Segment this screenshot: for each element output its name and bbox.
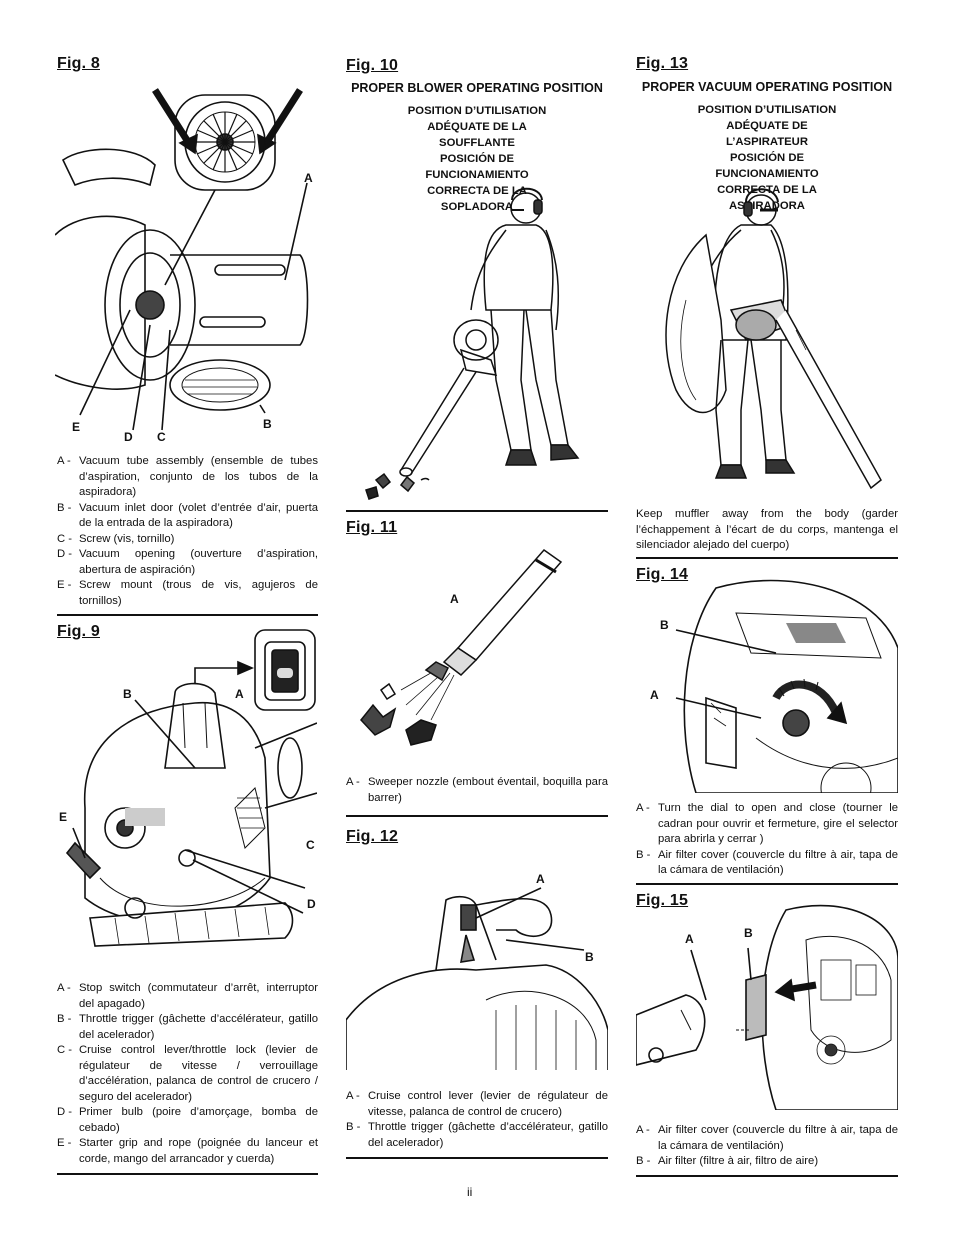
divider <box>636 883 898 885</box>
fig13-illustration <box>636 180 898 500</box>
fig9-label-a: A <box>235 687 244 701</box>
fig15-legend: A -Air filter cover (couvercle du filtre… <box>636 1123 898 1170</box>
fig9-label-d: D <box>307 897 316 911</box>
fig12-label-a: A <box>536 872 545 886</box>
fig14-title: Fig. 14 <box>636 566 689 583</box>
fig12-title: Fig. 12 <box>346 828 399 845</box>
divider <box>636 557 898 559</box>
fig13-heading-en: PROPER VACUUM OPERATING POSITION <box>641 80 893 94</box>
fig12-legend: A -Cruise control lever (levier de régul… <box>346 1089 608 1151</box>
fig13-title: Fig. 13 <box>636 55 689 72</box>
fig8-legend: A -Vacuum tube assembly (ensemble de tub… <box>57 454 318 609</box>
legend-item: E -Screw mount (trous de vis, agujeros d… <box>57 579 318 607</box>
legend-item: B -Throttle trigger (gâchette d’accéléra… <box>346 1121 608 1149</box>
legend-item: A -Turn the dial to open and close (tour… <box>636 802 898 845</box>
legend-item: B -Vacuum inlet door (volet d’entrée d’a… <box>57 501 318 530</box>
fig11-illustration <box>346 540 608 765</box>
fig11-legend: A -Sweeper nozzle (embout éventail, boqu… <box>346 775 608 806</box>
fig13-caption: Keep muffler away from the body (garder … <box>636 508 898 551</box>
legend-item: D -Vacuum opening (ouverture d’aspiratio… <box>57 548 318 576</box>
fig8-label-e: E <box>72 420 81 434</box>
fig9-label-b: B <box>123 687 132 701</box>
fig12-label-b: B <box>585 950 594 964</box>
legend-item: B -Air filter cover (couvercle du filtre… <box>636 848 898 877</box>
divider <box>636 1175 898 1177</box>
fig11-title: Fig. 11 <box>346 519 398 536</box>
fig8-label-b: B <box>263 417 272 431</box>
fig10-heading-en: PROPER BLOWER OPERATING POSITION <box>351 81 603 95</box>
fig10-title: Fig. 10 <box>346 57 399 74</box>
divider <box>346 1157 608 1159</box>
fig8-label-d: D <box>124 430 133 444</box>
legend-item: A -Cruise control lever (levier de régul… <box>346 1090 608 1118</box>
fig9-legend: A -Stop switch (commutateur d’arrêt, int… <box>57 981 318 1167</box>
fig13-heading-fr: POSITION D’UTILISATION ADÉQUATE DE L’ASP… <box>697 104 837 148</box>
page-number: ii <box>467 1185 473 1199</box>
fig9-illustration <box>55 628 317 973</box>
divider <box>346 815 608 817</box>
fig11-label-a: A <box>450 592 459 606</box>
legend-item: A -Stop switch (commutateur d’arrêt, int… <box>57 982 318 1010</box>
fig10-heading: PROPER BLOWER OPERATING POSITION POSITIO… <box>346 81 608 215</box>
fig10-heading-es: POSICIÓN DE FUNCIONAMIENTO CORRECTA DE L… <box>425 153 529 213</box>
fig12-illustration <box>346 870 608 1070</box>
legend-item: B -Air filter (filtre à air, filtro de a… <box>636 1155 819 1167</box>
legend-item: E -Starter grip and rope (poignée du lan… <box>57 1137 318 1165</box>
legend-item: B -Throttle trigger (gâchette d’accéléra… <box>57 1013 318 1041</box>
legend-item: D -Primer bulb (poire d’amorçage, bomba … <box>57 1106 318 1134</box>
legend-item: A -Sweeper nozzle (embout éventail, boqu… <box>346 776 608 804</box>
legend-item: A -Vacuum tube assembly (ensemble de tub… <box>57 455 318 498</box>
fig8-label-a: A <box>304 171 313 185</box>
fig14-illustration <box>636 578 898 793</box>
legend-item: A -Air filter cover (couvercle du filtre… <box>636 1124 898 1152</box>
divider <box>57 614 318 616</box>
fig15-title: Fig. 15 <box>636 892 689 909</box>
fig9-label-c: C <box>306 838 315 852</box>
fig9-title: Fig. 9 <box>57 623 100 640</box>
fig15-label-b: B <box>744 926 753 940</box>
fig15-label-a: A <box>685 932 694 946</box>
fig8-label-c: C <box>157 430 166 444</box>
fig9-label-e: E <box>59 810 68 824</box>
divider <box>57 1173 318 1175</box>
fig14-label-b: B <box>660 618 669 632</box>
legend-item: C -Cruise control lever/throttle lock (l… <box>57 1044 318 1103</box>
divider <box>346 510 608 512</box>
fig15-illustration <box>636 900 898 1110</box>
fig10-illustration <box>346 180 608 500</box>
fig8-illustration <box>55 85 317 440</box>
fig8-title: Fig. 8 <box>57 55 100 72</box>
fig14-legend: A -Turn the dial to open and close (tour… <box>636 801 898 879</box>
fig10-heading-fr: POSITION D’UTILISATION ADÉQUATE DE LA SO… <box>407 105 547 149</box>
fig14-label-a: A <box>650 688 659 702</box>
legend-item: C -Screw (vis, tornillo) <box>57 532 175 545</box>
